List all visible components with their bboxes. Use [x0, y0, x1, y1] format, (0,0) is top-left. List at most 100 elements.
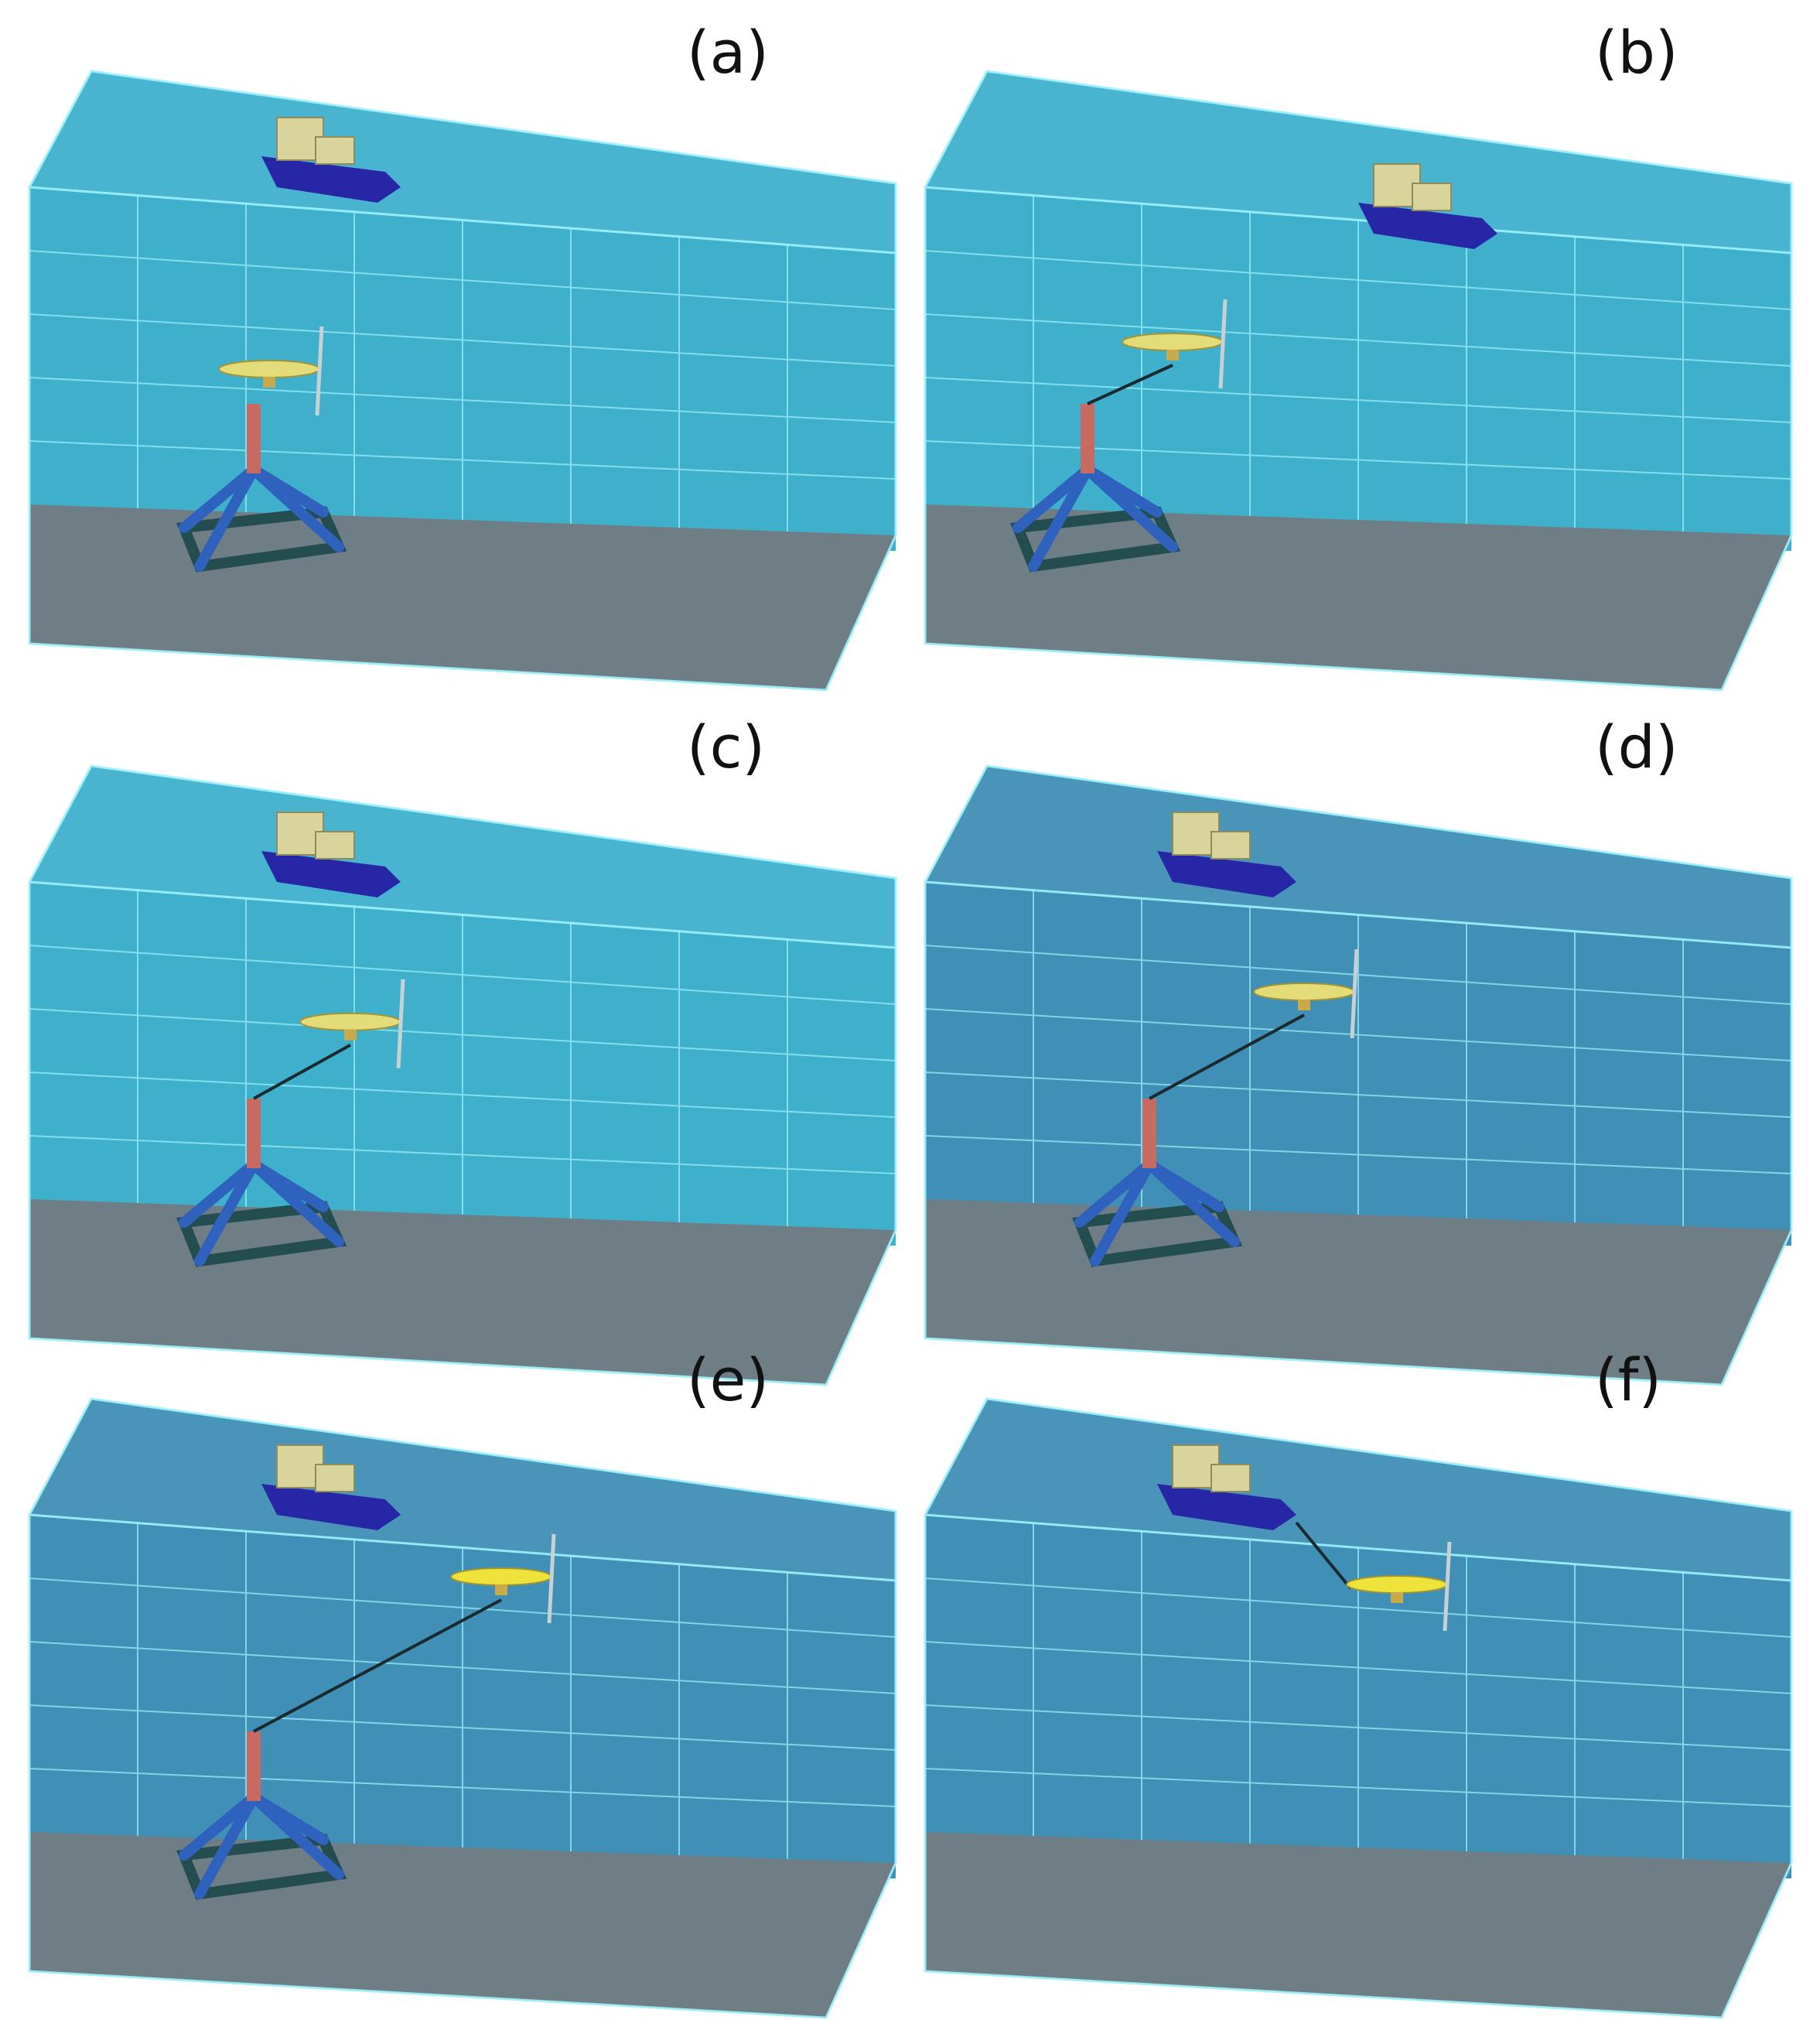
panel-b: (b): [924, 18, 1793, 692]
turbine-nacelle: [299, 1012, 401, 1031]
base-leg: [248, 1159, 344, 1247]
turbine-blades: [1218, 299, 1228, 389]
box-outline: [28, 764, 897, 1386]
turbine: [1122, 299, 1228, 389]
water-top-face: [925, 766, 1791, 948]
grid-horizontal-line: [924, 1072, 1792, 1118]
box-outline: [924, 70, 1793, 692]
base-leg: [1090, 1159, 1155, 1266]
grid-horizontal-line: [29, 945, 896, 1005]
grid-horizontal-line: [29, 1072, 896, 1118]
grid-horizontal-line: [29, 250, 896, 310]
grid-horizontal-line: [924, 440, 1792, 480]
grid-horizontal-line: [924, 1768, 1792, 1807]
ship-hull: [261, 851, 401, 897]
seabed-plane: [925, 1832, 1791, 2018]
ship-deckhouse: [1210, 831, 1251, 860]
grid-horizontal-line: [29, 377, 896, 423]
scene-d: [924, 764, 1793, 1386]
seabed-plane: [29, 1832, 896, 2018]
turbine: [1346, 1541, 1452, 1632]
tether-cable: [1087, 364, 1173, 405]
panel-f: (f): [924, 1345, 1793, 2019]
grid-horizontal-line: [29, 1135, 896, 1174]
water-top-face: [29, 1399, 896, 1581]
box-outline: [924, 764, 1793, 1386]
grid-horizontal-line: [29, 440, 896, 480]
base-leg: [248, 1792, 344, 1880]
seabed-plane: [29, 504, 896, 690]
ship-deckhouse: [315, 1464, 355, 1492]
panel-d-label: (d): [1595, 713, 1678, 781]
grid-lines: [924, 195, 1792, 531]
mast: [247, 1731, 261, 1801]
mast: [1142, 1099, 1156, 1168]
box-outline: [28, 1397, 897, 2019]
foundation: [176, 404, 347, 573]
ship: [261, 812, 401, 897]
water-top-face: [925, 71, 1791, 253]
grid-lines: [29, 890, 896, 1226]
turbine-blades: [1350, 948, 1359, 1039]
seabed-plane: [925, 1199, 1791, 1385]
turbine-blades: [396, 979, 405, 1068]
turbine: [1253, 948, 1359, 1039]
grid-lines: [29, 195, 896, 531]
turbine-nacelle: [1346, 1575, 1448, 1594]
water-top-face: [29, 71, 896, 253]
foundation: [176, 1099, 347, 1267]
grid-horizontal-line: [924, 377, 1792, 423]
ship-deckhouse: [1412, 183, 1452, 211]
panel-e-label: (e): [687, 1345, 769, 1414]
panel-a-label: (a): [687, 18, 769, 87]
turbine: [299, 979, 405, 1068]
ship: [1157, 1444, 1296, 1530]
grid-horizontal-line: [924, 945, 1792, 1005]
mast: [247, 404, 261, 473]
turbine-blades: [547, 1533, 556, 1624]
seabed-plane: [29, 1199, 896, 1385]
panel-f-label: (f): [1595, 1345, 1661, 1414]
ship-deckhouse: [315, 136, 355, 165]
scene-f: [924, 1397, 1793, 2019]
ship-hull: [1157, 1484, 1296, 1530]
box-outline: [924, 1397, 1793, 2019]
ship: [1358, 163, 1497, 249]
turbine: [218, 326, 324, 416]
grid-horizontal-line: [29, 313, 896, 367]
turbine-nacelle: [1122, 333, 1224, 351]
base-leg: [194, 1159, 259, 1266]
grid-horizontal-line: [924, 1641, 1792, 1694]
base-leg: [1028, 464, 1093, 572]
mast: [247, 1099, 261, 1168]
turbine-blades: [1443, 1541, 1452, 1632]
scene-a: [28, 70, 897, 692]
turbine-mount: [1166, 350, 1179, 361]
panel-d: (d): [924, 713, 1793, 1386]
scene-e: [28, 1397, 897, 2019]
mast: [1081, 404, 1094, 473]
box-outline: [28, 70, 897, 692]
turbine-blades: [315, 326, 324, 416]
foundation: [1072, 1099, 1243, 1267]
tether-cable: [253, 1598, 502, 1733]
panel-c: (c): [28, 713, 897, 1386]
panel-b-label: (b): [1595, 18, 1678, 87]
ship-hull: [261, 1484, 401, 1530]
base-leg: [1082, 464, 1178, 552]
scene-c: [28, 764, 897, 1386]
grid-horizontal-line: [29, 1704, 896, 1751]
ship-hull: [1358, 203, 1497, 249]
base-leg: [194, 464, 259, 572]
panel-e: (e): [28, 1345, 897, 2019]
ship-deckhouse: [1210, 1464, 1251, 1492]
grid-horizontal-line: [29, 1008, 896, 1061]
tether-cable: [1295, 1521, 1352, 1590]
grid-horizontal-line: [924, 1704, 1792, 1751]
panel-a: (a): [28, 18, 897, 692]
turbine-nacelle: [1253, 983, 1355, 1001]
tether-cable: [253, 1044, 351, 1100]
base-leg: [1144, 1159, 1240, 1247]
panel-c-label: (c): [687, 713, 765, 781]
water-top-face: [925, 1399, 1791, 1581]
